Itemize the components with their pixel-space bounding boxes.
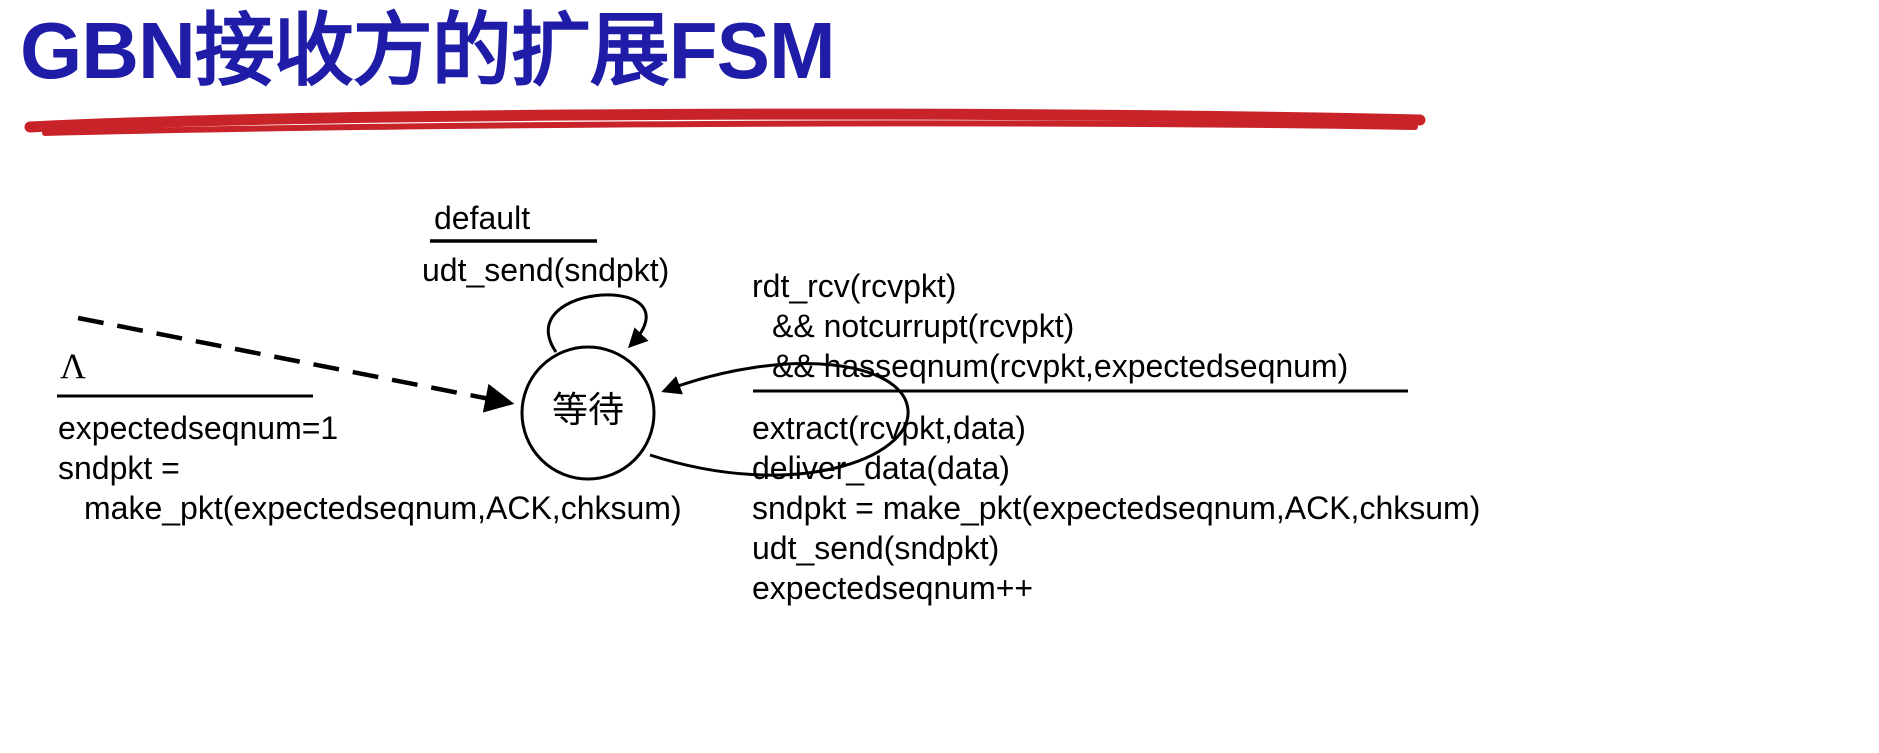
receive-event-line-2: && notcurrupt(rcvpkt) — [772, 308, 1075, 344]
initial-action-line-3: make_pkt(expectedseqnum,ACK,chksum) — [84, 490, 682, 526]
initial-transition-arrow — [77, 315, 515, 413]
receive-action-line-5: expectedseqnum++ — [752, 570, 1034, 606]
initial-action-line-2: sndpkt = — [58, 450, 180, 486]
title-underline-stroke — [24, 108, 1426, 133]
lambda-event-label: Λ — [60, 346, 87, 386]
receive-action-line-2: deliver_data(data) — [752, 450, 1010, 486]
default-self-loop-arrow — [546, 293, 649, 353]
receive-self-loop-arrow — [649, 362, 910, 477]
page-title: GBN接收方的扩展FSM — [20, 6, 836, 95]
receive-event-line-1: rdt_rcv(rcvpkt) — [752, 268, 957, 304]
state-wait-circle — [520, 345, 656, 481]
default-event-label: default — [434, 200, 531, 236]
state-wait-label: 等待 — [551, 389, 624, 430]
receive-action-line-1: extract(rcvpkt,data) — [752, 410, 1026, 446]
initial-action-line-1: expectedseqnum=1 — [58, 410, 339, 446]
receive-event-line-3: && hasseqnum(rcvpkt,expectedseqnum) — [772, 348, 1349, 384]
title-underline-stroke-2 — [42, 120, 1418, 136]
default-action-label: udt_send(sndpkt) — [422, 252, 670, 288]
receive-action-line-4: udt_send(sndpkt) — [752, 530, 1000, 566]
receive-action-line-3: sndpkt = make_pkt(expectedseqnum,ACK,chk… — [752, 490, 1481, 526]
